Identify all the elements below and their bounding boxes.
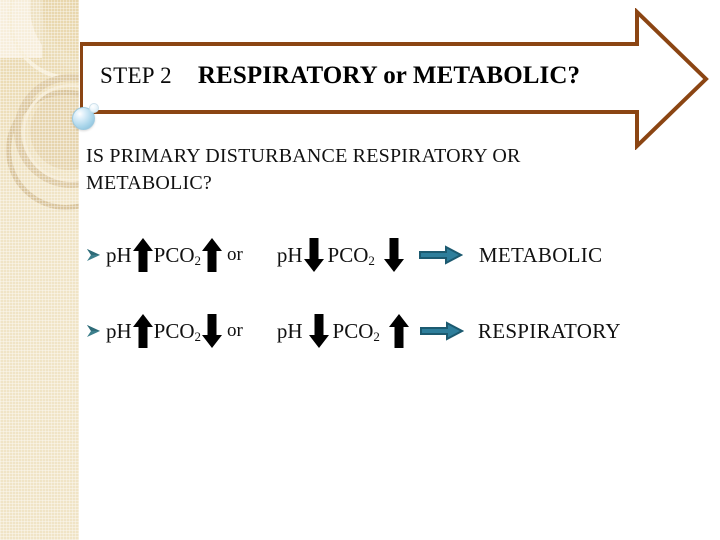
result-label: METABOLIC: [478, 242, 603, 267]
implies-arrow-icon: [418, 245, 464, 265]
arrow-down-icon: [308, 312, 330, 350]
result-label: RESPIRATORY: [477, 318, 621, 343]
page-title: RESPIRATORY or METABOLIC?: [197, 62, 581, 89]
arrow-up-icon: [201, 236, 223, 274]
expression-left-row1: pH PCO2: [106, 236, 223, 274]
header-arrow-banner: [80, 8, 712, 150]
list-item: pH PCO2 or pH PCO2 METABOLIC: [86, 233, 602, 277]
ph-label: pH: [106, 318, 132, 343]
implies-arrow-icon: [419, 321, 465, 341]
body-question-line-2: METABOLIC?: [86, 172, 212, 194]
ph-label: pH: [106, 242, 132, 267]
list-item: pH PCO2 or pH PCO2 RESPIRATORY: [86, 309, 621, 353]
conjunction-or: or: [227, 320, 243, 341]
pco2-label: PCO2: [153, 318, 202, 344]
pco2-label: PCO2: [332, 318, 380, 344]
arrow-up-icon: [132, 312, 154, 350]
arrow-down-icon: [201, 312, 223, 350]
body-question-line-1: IS PRIMARY DISTURBANCE RESPIRATORY OR: [86, 145, 521, 167]
arrowhead-bullet-icon: [86, 246, 104, 264]
body-question: IS PRIMARY DISTURBANCE RESPIRATORY OR ME…: [86, 143, 646, 197]
expression-right-row1: pH PCO2: [277, 236, 405, 274]
arrow-up-icon: [132, 236, 154, 274]
decorative-sidebar: [0, 0, 79, 540]
arrow-down-icon: [383, 236, 405, 274]
arrow-banner-shape: [80, 8, 709, 150]
arrow-up-icon: [388, 312, 410, 350]
step-label: STEP 2: [100, 63, 172, 88]
ph-label: pH: [276, 318, 303, 343]
header-text-group: STEP 2 RESPIRATORY or METABOLIC?: [100, 57, 580, 95]
pco2-label: PCO2: [153, 242, 202, 268]
conjunction-or: or: [227, 244, 243, 265]
ph-label: pH: [276, 242, 303, 267]
expression-left-row2: pH PCO2: [106, 312, 223, 350]
decorative-bubble-icon: [72, 107, 95, 130]
pco2-label: PCO2: [327, 242, 375, 268]
arrowhead-bullet-icon: [86, 322, 104, 340]
decorative-bubble-small-icon: [89, 103, 99, 113]
arrow-down-icon: [303, 236, 325, 274]
expression-right-row2: pH PCO2: [277, 312, 410, 350]
sidebar-texture: [0, 0, 79, 540]
